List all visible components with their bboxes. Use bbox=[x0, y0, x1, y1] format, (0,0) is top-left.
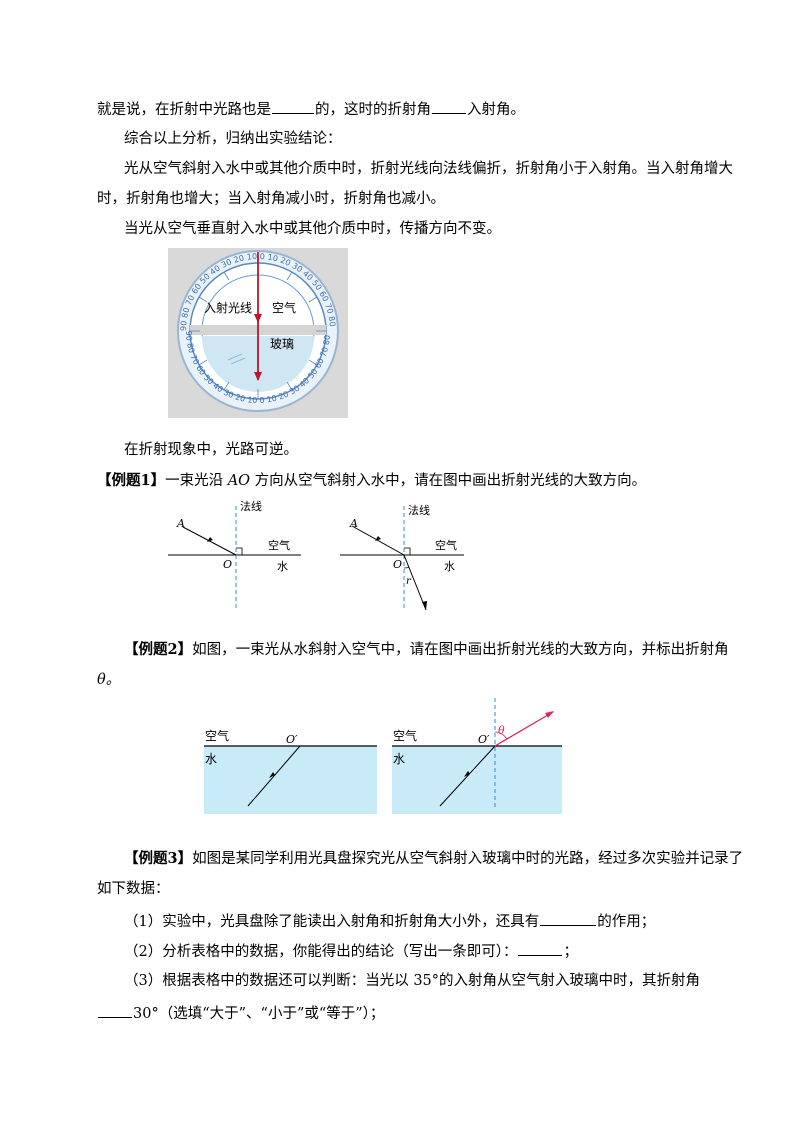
q2-text-a: （2）分析表格中的数据，你能得出的结论（写出一条即可）： bbox=[124, 944, 518, 960]
theta-label: θ bbox=[498, 724, 505, 737]
answer-blank[interactable] bbox=[272, 99, 314, 114]
point-o-label: O bbox=[393, 558, 402, 571]
example1-text-a: 一束光沿 bbox=[165, 473, 228, 489]
answer-blank[interactable] bbox=[540, 911, 597, 926]
point-a-label: A bbox=[349, 517, 358, 530]
label-glass: 玻璃 bbox=[270, 337, 294, 351]
figure2-left: 空气 水 O′ bbox=[204, 728, 377, 814]
para1-text-c: 入射角。 bbox=[467, 102, 525, 118]
example1: 【例题1】一束光沿 AO 方向从空气斜射入水中，请在图中画出折射光线的大致方向。 bbox=[97, 471, 646, 491]
example-tag: 【例题2】 bbox=[124, 641, 193, 658]
q1-text-a: （1）实验中，光具盘除了能读出入射角和折射角大小外，还具有 bbox=[124, 914, 540, 930]
example2-line1: 【例题2】如图，一束光从水斜射入空气中，请在图中画出折射光线的大致方向，并标出折… bbox=[124, 640, 729, 660]
para4: 当光从空气垂直射入水中或其他介质中时，传播方向不变。 bbox=[124, 221, 501, 237]
point-o-label: O′ bbox=[286, 733, 298, 746]
question2: （2）分析表格中的数据，你能得出的结论（写出一条即可）： ； bbox=[124, 941, 578, 962]
air-label: 空气 bbox=[205, 728, 229, 743]
point-o-label: O′ bbox=[478, 733, 490, 746]
para3-line2: 时，折射角也增大；当入射角减小时，折射角也减小。 bbox=[97, 191, 445, 207]
example3-line1: 【例题3】如图是某同学利用光具盘探究光从空气斜射入玻璃中时的光路，经过多次实验并… bbox=[124, 849, 743, 869]
normal-label: 法线 bbox=[408, 503, 430, 517]
arrow-icon bbox=[254, 314, 262, 323]
label-incident: 入射光线 bbox=[204, 300, 252, 315]
para2: 综合以上分析，归纳出实验结论： bbox=[124, 131, 342, 147]
example1-text-b: 方向从空气斜射入水中，请在图中画出折射光线的大致方向。 bbox=[250, 473, 647, 489]
answer-blank[interactable] bbox=[98, 1003, 132, 1018]
para1-text-a: 就是说，在折射中光路也是 bbox=[97, 102, 271, 118]
label-air: 空气 bbox=[272, 300, 296, 315]
figure2-right: 空气 水 O′ θ bbox=[392, 698, 562, 814]
example3-text: 如图是某同学利用光具盘探究光从空气斜射入玻璃中时的光路，经过多次实验并记录了 bbox=[192, 851, 744, 867]
question3-line1: （3）根据表格中的数据还可以判断：当光以 35°的入射角从空气射入玻璃中时，其折… bbox=[124, 973, 701, 989]
answer-blank[interactable] bbox=[518, 941, 563, 956]
air-label: 空气 bbox=[393, 728, 417, 743]
example3-line2: 如下数据： bbox=[97, 881, 170, 897]
water-label: 水 bbox=[277, 560, 288, 573]
figure1-left: 法线 空气 水 A O bbox=[168, 499, 301, 610]
answer-blank[interactable] bbox=[432, 99, 466, 114]
example2-line2: θ。 bbox=[97, 672, 121, 688]
air-label: 空气 bbox=[268, 538, 290, 552]
q2-text-b: ； bbox=[563, 944, 578, 960]
example2-text: 如图，一束光从水斜射入空气中，请在图中画出折射光线的大致方向，并标出折射角 bbox=[192, 642, 729, 658]
question3-line2: 30°（选填“大于”、“小于”或“等于”）； bbox=[97, 1003, 384, 1024]
water-label: 水 bbox=[205, 752, 217, 766]
normal-label: 法线 bbox=[240, 499, 262, 513]
example-tag: 【例题1】 bbox=[97, 472, 166, 489]
q1-text-b: 的作用； bbox=[597, 914, 656, 930]
para3-line1: 光从空气斜射入水中或其他介质中时，折射光线向法线偏折，折射角小于入射角。当入射角… bbox=[124, 161, 733, 177]
ao-label: AO bbox=[227, 473, 251, 489]
water-label: 水 bbox=[444, 560, 455, 573]
water-label: 水 bbox=[393, 752, 405, 766]
para1: 就是说，在折射中光路也是 的，这时的折射角 入射角。 bbox=[97, 99, 525, 120]
point-a-label: A bbox=[176, 517, 185, 530]
q3-text-b: 30°（选填“大于”、“小于”或“等于”）； bbox=[133, 1006, 385, 1022]
para5: 在折射现象中，光路可逆。 bbox=[124, 442, 298, 458]
optical-disk-figure: 90 80 70 60 50 40 30 20 10 0 10 20 30 40… bbox=[168, 248, 348, 418]
angle-r-label: r bbox=[406, 576, 412, 587]
arrow-icon bbox=[254, 372, 262, 381]
air-label: 空气 bbox=[435, 538, 457, 552]
point-o-label: O bbox=[223, 558, 232, 571]
para1-text-b: 的，这时的折射角 bbox=[315, 102, 431, 118]
question1: （1）实验中，光具盘除了能读出入射角和折射角大小外，还具有 的作用； bbox=[124, 911, 655, 932]
figure1-right: 法线 空气 水 A O r bbox=[340, 503, 464, 611]
example-tag: 【例题3】 bbox=[124, 850, 193, 867]
